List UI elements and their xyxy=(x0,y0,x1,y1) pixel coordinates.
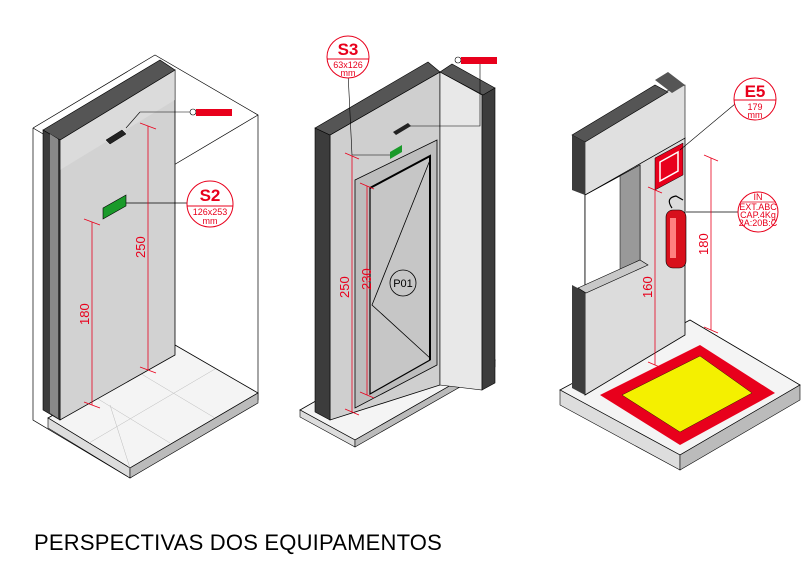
light-marker xyxy=(461,57,497,64)
view-3-extinguisher-wall: 180 160 E5 179 mm IN EXT.ABC CAP.4Kg 2A:… xyxy=(559,72,801,471)
svg-text:S3: S3 xyxy=(338,40,359,59)
door xyxy=(369,155,431,396)
sign-tag-s3: S3 63x126 mm xyxy=(326,35,370,79)
svg-text:mm: mm xyxy=(748,110,763,120)
sign-tag-e5: E5 179 mm xyxy=(733,77,777,121)
dimension-label: 180 xyxy=(77,303,92,325)
dimension-label: 250 xyxy=(337,276,352,298)
fire-extinguisher-icon xyxy=(665,195,687,269)
view-1-corridor-wall: 250 180 S2 126x253 mm xyxy=(32,54,259,479)
dimension-lines xyxy=(344,152,375,416)
drawing-title: PERSPECTIVAS DOS EQUIPAMENTOS xyxy=(34,530,442,555)
sign-tag-s2: S2 126x253 mm xyxy=(186,180,234,228)
exit-sign-icon xyxy=(102,194,127,220)
svg-text:E5: E5 xyxy=(745,82,766,101)
extinguisher-sign-icon xyxy=(654,142,684,191)
svg-text:179: 179 xyxy=(747,102,762,112)
svg-text:2A:20B:C: 2A:20B:C xyxy=(739,218,778,228)
dimension-lines xyxy=(83,122,157,409)
svg-text:mm: mm xyxy=(203,216,218,226)
door-label: P01 xyxy=(393,278,413,290)
svg-text:IN: IN xyxy=(754,192,763,202)
svg-text:S2: S2 xyxy=(200,186,221,205)
exit-sign-icon xyxy=(390,145,402,159)
svg-text:EXT.ABC: EXT.ABC xyxy=(739,202,777,212)
emergency-light-icon xyxy=(393,123,411,135)
dimension-lines xyxy=(647,154,719,369)
svg-text:126x253: 126x253 xyxy=(193,207,228,217)
svg-text:mm: mm xyxy=(341,68,356,78)
extinguisher-tag: IN EXT.ABC CAP.4Kg 2A:20B:C xyxy=(737,191,779,233)
dimension-label: 160 xyxy=(640,276,655,298)
svg-text:CAP.4Kg: CAP.4Kg xyxy=(740,210,776,220)
dimension-label: 180 xyxy=(696,233,711,255)
svg-text:63x126: 63x126 xyxy=(333,60,363,70)
floor-marking-yellow xyxy=(621,355,753,433)
emergency-light-icon xyxy=(105,129,127,145)
view-2-door-wall: P01 250 230 S3 63x126 mm xyxy=(299,35,497,448)
light-marker xyxy=(196,109,232,116)
dimension-label: 230 xyxy=(359,268,374,290)
dimension-label: 250 xyxy=(133,236,148,258)
